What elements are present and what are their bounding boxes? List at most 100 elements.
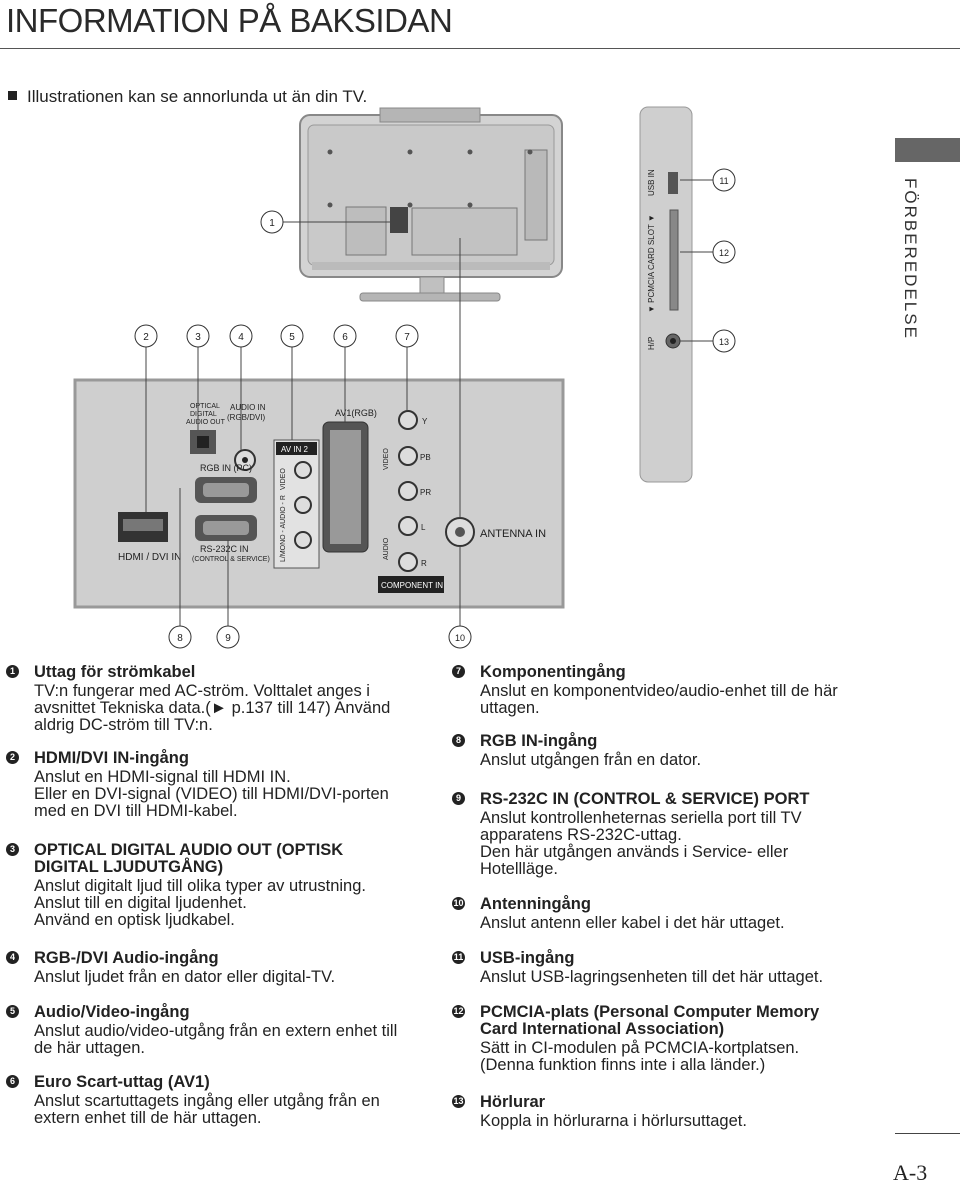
svg-text:5: 5: [289, 332, 295, 343]
optical-label-3: AUDIO OUT: [186, 419, 226, 426]
callout-9: 9: [216, 625, 240, 649]
item-number: 8: [452, 734, 465, 747]
item-number: 10: [452, 897, 465, 910]
rs232-label-2: (CONTROL & SERVICE): [192, 556, 270, 563]
item-text: Anslut en HDMI-signal till HDMI IN.: [34, 768, 291, 786]
section-tab: [895, 138, 960, 162]
item-10: 10 Antenningång Anslut antenn eller kabe…: [452, 895, 785, 932]
svg-text:6: 6: [342, 332, 348, 343]
item-heading: RGB IN-ingång: [480, 732, 598, 750]
svg-text:11: 11: [719, 176, 728, 186]
item-heading: Antenningång: [480, 895, 591, 913]
item-text: Koppla in hörlurarna i hörlursuttaget.: [480, 1112, 747, 1130]
item-3: 3 OPTICAL DIGITAL AUDIO OUT (OPTISK DIGI…: [6, 841, 366, 929]
hdmi-label: HDMI / DVI IN: [118, 552, 181, 563]
callout-13: 13: [712, 329, 736, 353]
item-text: Anslut ljudet från en dator eller digita…: [34, 968, 336, 986]
item-13: 13 Hörlurar Koppla in hörlurarna i hörlu…: [452, 1093, 747, 1130]
item-text: Eller en DVI-signal (VIDEO) till HDMI/DV…: [34, 785, 389, 803]
item-text: Anslut USB-lagringsenheten till det här …: [480, 968, 824, 986]
item-number: 2: [6, 751, 19, 764]
item-12: 12 PCMCIA-plats (Personal Computer Memor…: [452, 1003, 820, 1074]
item-number: 12: [452, 1005, 465, 1018]
item-7: 7 Komponentingång Anslut en komponentvid…: [452, 663, 838, 717]
page-number: A-3: [893, 1160, 928, 1185]
section-label: FÖRBEREDELSE: [900, 178, 924, 348]
item-8: 8 RGB IN-ingång Anslut utgången från en …: [452, 732, 701, 769]
rgb-in-label: RGB IN (PC): [200, 463, 252, 473]
note-text: Illustrationen kan se annorlunda ut än d…: [27, 87, 368, 106]
svg-text:1: 1: [269, 218, 275, 229]
tv-rear-diagram: USB IN ▼ PCMCIA CARD SLOT ▼ H/P HDMI / D…: [73, 106, 736, 649]
comp-audio-label: AUDIO: [383, 537, 390, 560]
item-text: uttagen.: [480, 699, 540, 717]
comp-pb-label: PB: [420, 453, 431, 462]
item-heading: PCMCIA-plats (Personal Computer Memory: [480, 1003, 820, 1021]
item-heading: Uttag för strömkabel: [34, 663, 196, 681]
item-text: med en DVI till HDMI-kabel.: [34, 802, 238, 820]
callout-4: 4: [229, 324, 253, 348]
item-text: apparatens RS-232C-uttag.: [480, 826, 682, 844]
svg-text:7: 7: [404, 332, 410, 343]
item-text: (Denna funktion finns inte i alla länder…: [480, 1056, 766, 1074]
item-heading: OPTICAL DIGITAL AUDIO OUT (OPTISK: [34, 841, 344, 859]
callout-12: 12: [712, 240, 736, 264]
optical-label-1: OPTICAL: [190, 403, 220, 410]
callout-5: 5: [280, 324, 304, 348]
callout-11: 11: [712, 168, 736, 192]
item-number: 11: [452, 951, 465, 964]
svg-text:13: 13: [719, 337, 729, 347]
item-text: Anslut kontrollenheternas seriella port …: [480, 809, 802, 827]
item-text: Sätt in CI-modulen på PCMCIA-kortplatsen…: [480, 1039, 800, 1057]
component-in-label: COMPONENT IN: [381, 581, 443, 590]
callout-3: 3: [186, 324, 210, 348]
footer-divider: [895, 1133, 960, 1134]
antenna-label: ANTENNA IN: [480, 528, 546, 540]
av1-label: AV1(RGB): [335, 408, 377, 418]
item-text: aldrig DC-ström till TV:n.: [34, 716, 213, 734]
item-text: Den här utgången används i Service- elle…: [480, 843, 789, 861]
item-number: 6: [6, 1075, 19, 1088]
item-number: 13: [452, 1095, 465, 1108]
audio-in-label-2: (RGB/DVI): [227, 413, 266, 422]
item-number: 7: [452, 665, 465, 678]
item-5: 5 Audio/Video-ingång Anslut audio/video-…: [6, 1003, 398, 1057]
svg-text:2: 2: [143, 332, 149, 343]
item-heading-cont: Card International Association): [480, 1020, 725, 1038]
item-heading: Audio/Video-ingång: [34, 1003, 190, 1021]
svg-text:4: 4: [238, 332, 244, 343]
rs232-label-1: RS-232C IN: [200, 544, 249, 554]
side-panel: USB IN ▼ PCMCIA CARD SLOT ▼ H/P: [639, 106, 713, 483]
comp-pr-label: PR: [420, 488, 431, 497]
item-heading-cont: DIGITAL LJUDUTGÅNG): [34, 858, 224, 876]
usb-port-label: USB IN: [647, 169, 656, 196]
comp-l-label: L: [421, 523, 426, 532]
illustration-note: Illustrationen kan se annorlunda ut än d…: [8, 87, 367, 107]
item-text: Anslut audio/video-utgång från en extern…: [34, 1022, 398, 1040]
item-text: extern enhet till de här uttagen.: [34, 1109, 262, 1127]
comp-r-label: R: [421, 559, 427, 568]
svg-text:3: 3: [195, 332, 201, 343]
item-text: Anslut digitalt ljud till olika typer av…: [34, 877, 366, 895]
item-11: 11 USB-ingång Anslut USB-lagringsenheten…: [452, 950, 824, 986]
item-number: 9: [452, 792, 465, 805]
item-heading: Hörlurar: [480, 1093, 546, 1111]
item-text: Anslut till en digital ljudenhet.: [34, 894, 247, 912]
item-heading: Komponentingång: [480, 663, 626, 681]
item-text: avsnittet Tekniska data.(► p.137 till 14…: [34, 699, 391, 717]
av-in-2-video-label: VIDEO: [280, 468, 287, 490]
pcmcia-slot-label: ▼ PCMCIA CARD SLOT ▼: [647, 214, 656, 313]
item-heading: HDMI/DVI IN-ingång: [34, 749, 189, 767]
item-number: 4: [6, 951, 19, 964]
svg-text:9: 9: [225, 633, 231, 644]
item-heading: Euro Scart-uttag (AV1): [34, 1073, 210, 1091]
optical-label-2: DIGITAL: [190, 411, 217, 418]
svg-text:10: 10: [455, 633, 465, 643]
item-number: 3: [6, 843, 19, 856]
item-text: Anslut antenn eller kabel i det här utta…: [480, 914, 785, 932]
bullet-square-icon: [8, 91, 17, 100]
item-6: 6 Euro Scart-uttag (AV1) Anslut scartutt…: [6, 1073, 380, 1127]
svg-text:12: 12: [719, 248, 729, 258]
tv-back-illustration: [299, 107, 563, 302]
hp-port-label: H/P: [647, 337, 656, 350]
